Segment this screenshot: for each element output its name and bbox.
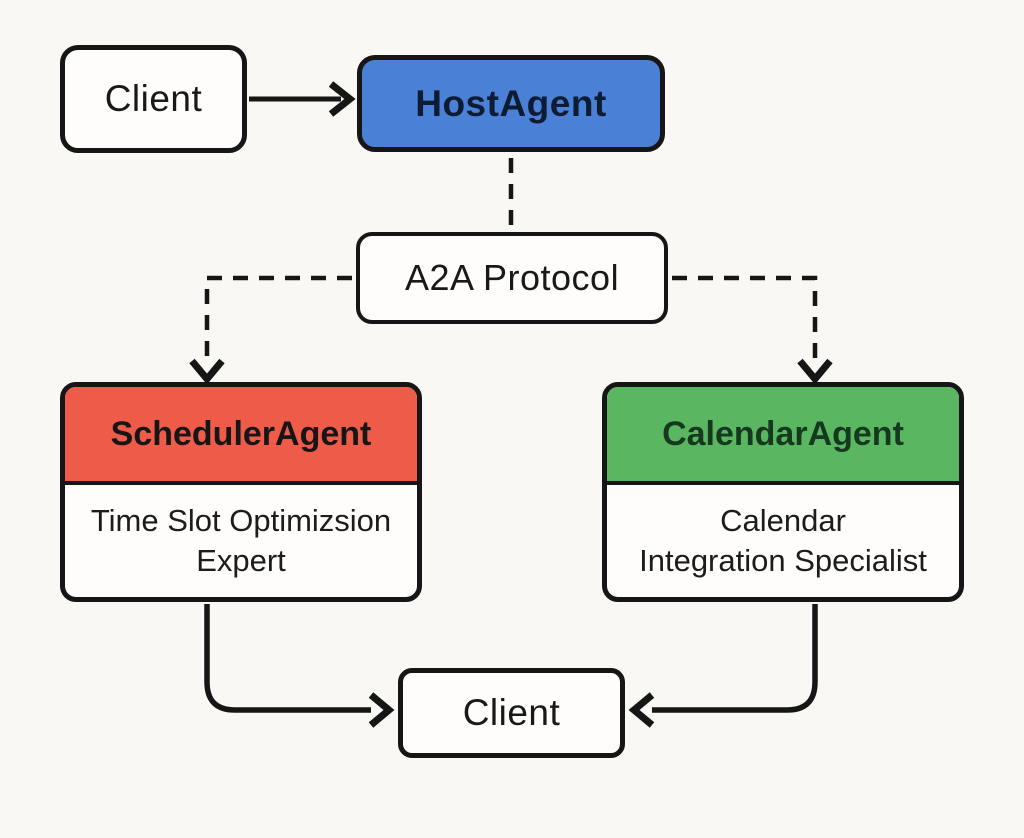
calendar-agent-subtitle-line1: Calendar: [720, 503, 846, 539]
scheduler-agent-title: SchedulerAgent: [110, 414, 372, 453]
node-client-top: Client: [60, 45, 247, 153]
node-calendar-agent: CalendarAgent Calendar Integration Speci…: [602, 382, 964, 602]
node-client-bottom-label: Client: [462, 692, 561, 733]
arrow-scheduler-to-client: [204, 604, 395, 728]
calendar-agent-header: CalendarAgent: [607, 387, 959, 485]
node-a2a-protocol: A2A Protocol: [356, 232, 668, 324]
node-host-agent: HostAgent: [357, 55, 665, 152]
node-client-top-label: Client: [104, 78, 203, 119]
calendar-agent-subtitle-line2: Integration Specialist: [639, 543, 927, 578]
arrow-client-to-hostagent: [249, 81, 356, 117]
scheduler-agent-subtitle-line1: Time Slot Optimizsion: [90, 503, 392, 539]
arrowhead-down-icon: [189, 358, 225, 385]
scheduler-agent-subtitle: Time Slot Optimizsion Expert: [65, 485, 417, 597]
calendar-agent-subtitle: Calendar Integration Specialist: [607, 485, 959, 597]
arrowhead-left-icon: [628, 692, 655, 728]
arrowhead-right-icon: [328, 81, 356, 117]
node-host-agent-label: HostAgent: [415, 82, 607, 124]
scheduler-agent-subtitle-line2: Expert: [196, 543, 286, 578]
arrowhead-down-icon: [797, 358, 833, 385]
scheduler-agent-header: SchedulerAgent: [65, 387, 417, 485]
dashed-arrow-a2a-to-scheduler: [189, 275, 352, 385]
calendar-agent-title: CalendarAgent: [662, 414, 904, 453]
node-scheduler-agent: SchedulerAgent Time Slot Optimizsion Exp…: [60, 382, 422, 602]
arrow-calendar-to-client: [628, 604, 818, 728]
node-client-bottom: Client: [398, 668, 625, 758]
node-a2a-protocol-label: A2A Protocol: [404, 257, 620, 298]
arrowhead-right-icon: [368, 692, 395, 728]
dashed-arrow-a2a-to-calendar: [672, 275, 833, 385]
